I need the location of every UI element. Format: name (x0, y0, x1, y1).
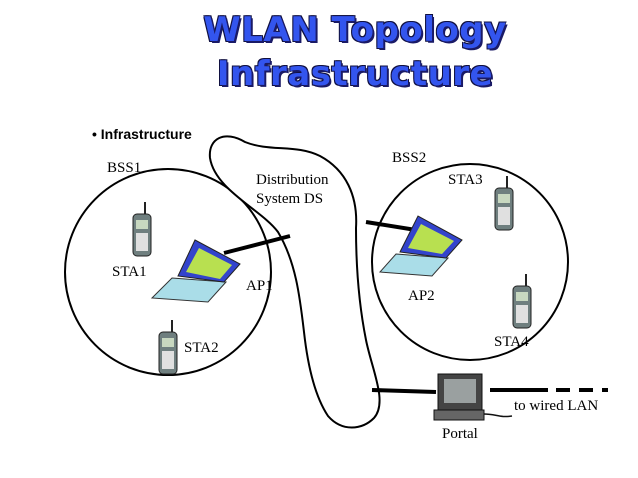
sta2-label: STA2 (184, 340, 219, 356)
ap2-link (365, 220, 417, 232)
sta1-label: STA1 (112, 264, 147, 280)
portal-label: Portal (442, 426, 478, 442)
bullet-infrastructure: • Infrastructure (92, 126, 192, 142)
sta2-phone-icon (158, 320, 178, 375)
distribution-label-line-1: Distribution (256, 172, 329, 188)
ap2-label: AP2 (408, 288, 435, 304)
bss2-label: BSS2 (392, 150, 427, 166)
sta4-phone-icon (512, 274, 532, 329)
sta1-phone-icon (132, 202, 152, 257)
distribution-label-line-2: System DS (256, 191, 324, 207)
ap1-link (223, 234, 291, 255)
title-line-1: WLAN Topology (203, 10, 507, 50)
ap1-laptop-icon (150, 239, 241, 303)
bss1-circle (64, 168, 272, 376)
bss2-circle (371, 163, 569, 361)
sta3-phone-icon (494, 176, 514, 231)
distribution-system-shape (208, 135, 381, 429)
ap1-label: AP1 (246, 278, 273, 294)
title-line-2: Infrastructure (216, 54, 494, 94)
sta3-label: STA3 (448, 172, 483, 188)
sta4-label: STA4 (494, 334, 529, 350)
bss1-label: BSS1 (107, 160, 142, 176)
ap2-laptop-icon (378, 215, 463, 277)
portal-link-ds (371, 388, 437, 394)
portal-computer-icon (433, 373, 513, 421)
wired-lan-label: to wired LAN (514, 398, 599, 414)
